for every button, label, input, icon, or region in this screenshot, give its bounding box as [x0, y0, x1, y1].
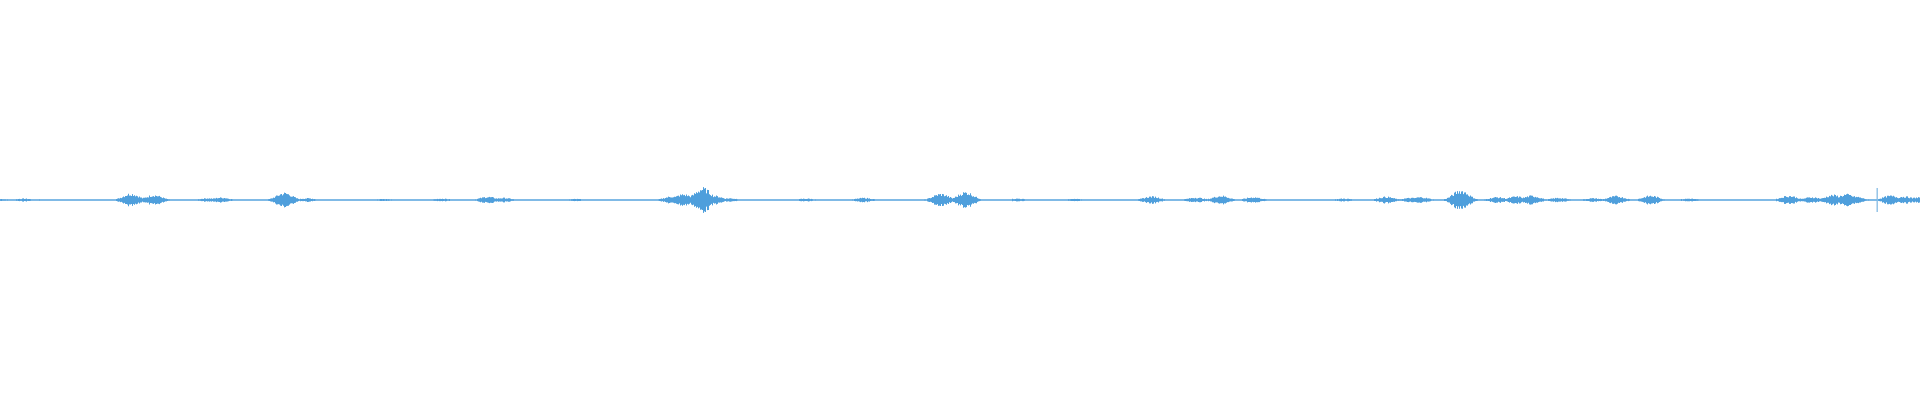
waveform-bars: [0, 187, 1920, 213]
